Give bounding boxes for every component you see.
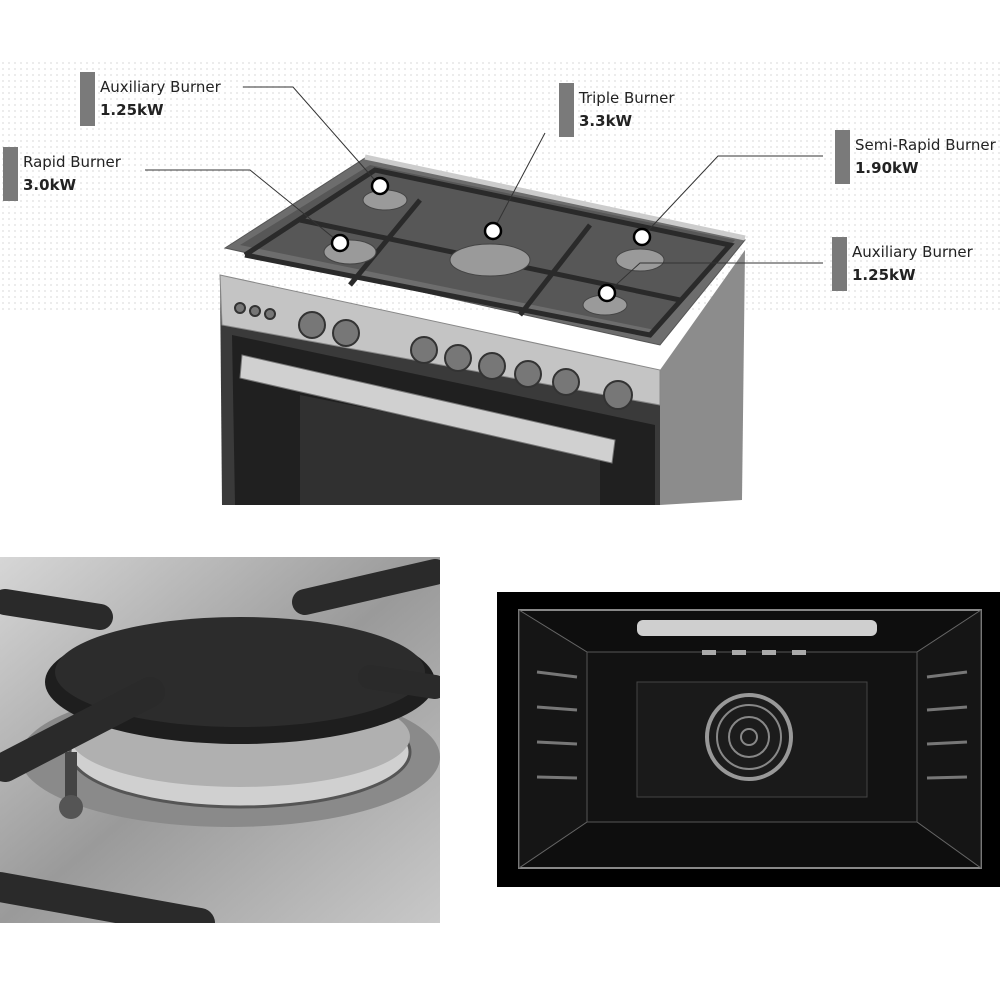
label-bar xyxy=(80,72,95,126)
callout-power: 1.90kW xyxy=(855,159,919,177)
label-bar xyxy=(832,237,847,291)
stove-image xyxy=(145,86,823,505)
marker-rapid-burner xyxy=(330,233,350,253)
marker-triple-burner xyxy=(483,221,503,241)
callout-power: 3.0kW xyxy=(23,176,77,194)
callout-name: Auxiliary Burner xyxy=(852,243,973,261)
marker-auxiliary-burner-1 xyxy=(370,176,390,196)
burner-closeup-image xyxy=(0,557,440,923)
marker-semi-rapid-burner xyxy=(632,227,652,247)
callout-power: 1.25kW xyxy=(100,101,164,119)
callout-name: Auxiliary Burner xyxy=(100,78,221,96)
marker-auxiliary-burner-2 xyxy=(597,283,617,303)
callout-name: Semi-Rapid Burner xyxy=(855,136,996,154)
callout-name: Rapid Burner xyxy=(23,153,121,171)
callout-name: Triple Burner xyxy=(579,89,675,107)
label-bar xyxy=(559,83,574,137)
callout-power: 1.25kW xyxy=(852,266,916,284)
label-bar xyxy=(835,130,850,184)
label-bar xyxy=(3,147,18,201)
callout-power: 3.3kW xyxy=(579,112,633,130)
oven-interior-image xyxy=(497,592,1000,887)
